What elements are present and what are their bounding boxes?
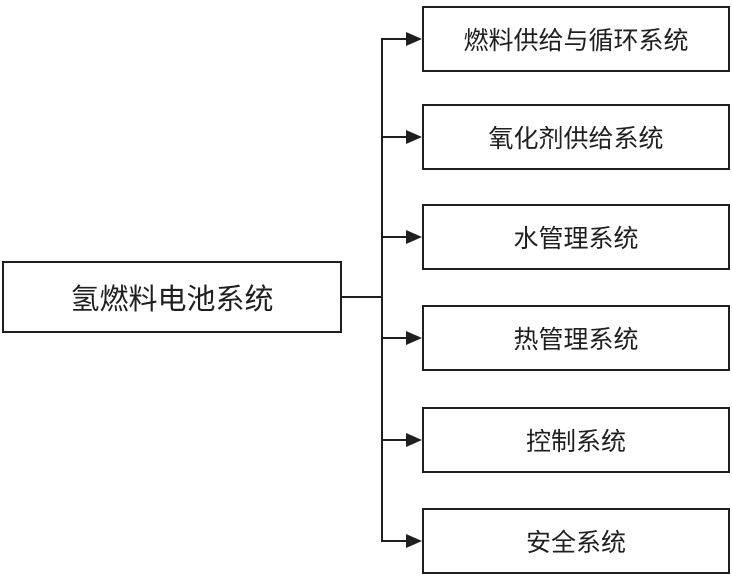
node-water-management-system: 水管理系统 [422,204,730,270]
arrowhead-icon [406,433,422,447]
arrowhead-icon [406,32,422,46]
arrowhead-icon [406,534,422,548]
node-label: 热管理系统 [513,327,639,354]
node-label: 氧化剂供给系统 [488,126,664,153]
node-label: 水管理系统 [513,226,639,253]
node-label: 安全系统 [525,530,626,557]
node-thermal-management-system: 热管理系统 [422,305,730,371]
node-label: 氢燃料电池系统 [70,284,274,316]
node-label: 燃料供给与循环系统 [463,28,689,55]
node-root-hydrogen-fuel-cell-system: 氢燃料电池系统 [2,261,342,333]
node-oxidant-supply-system: 氧化剂供给系统 [422,104,730,170]
node-fuel-supply-circulation-system: 燃料供给与循环系统 [422,6,730,72]
node-label: 控制系统 [525,429,626,456]
arrowhead-icon [406,331,422,345]
node-control-system: 控制系统 [422,407,730,473]
arrowhead-icon [406,230,422,244]
arrowhead-icon [406,130,422,144]
node-safety-system: 安全系统 [422,508,730,574]
